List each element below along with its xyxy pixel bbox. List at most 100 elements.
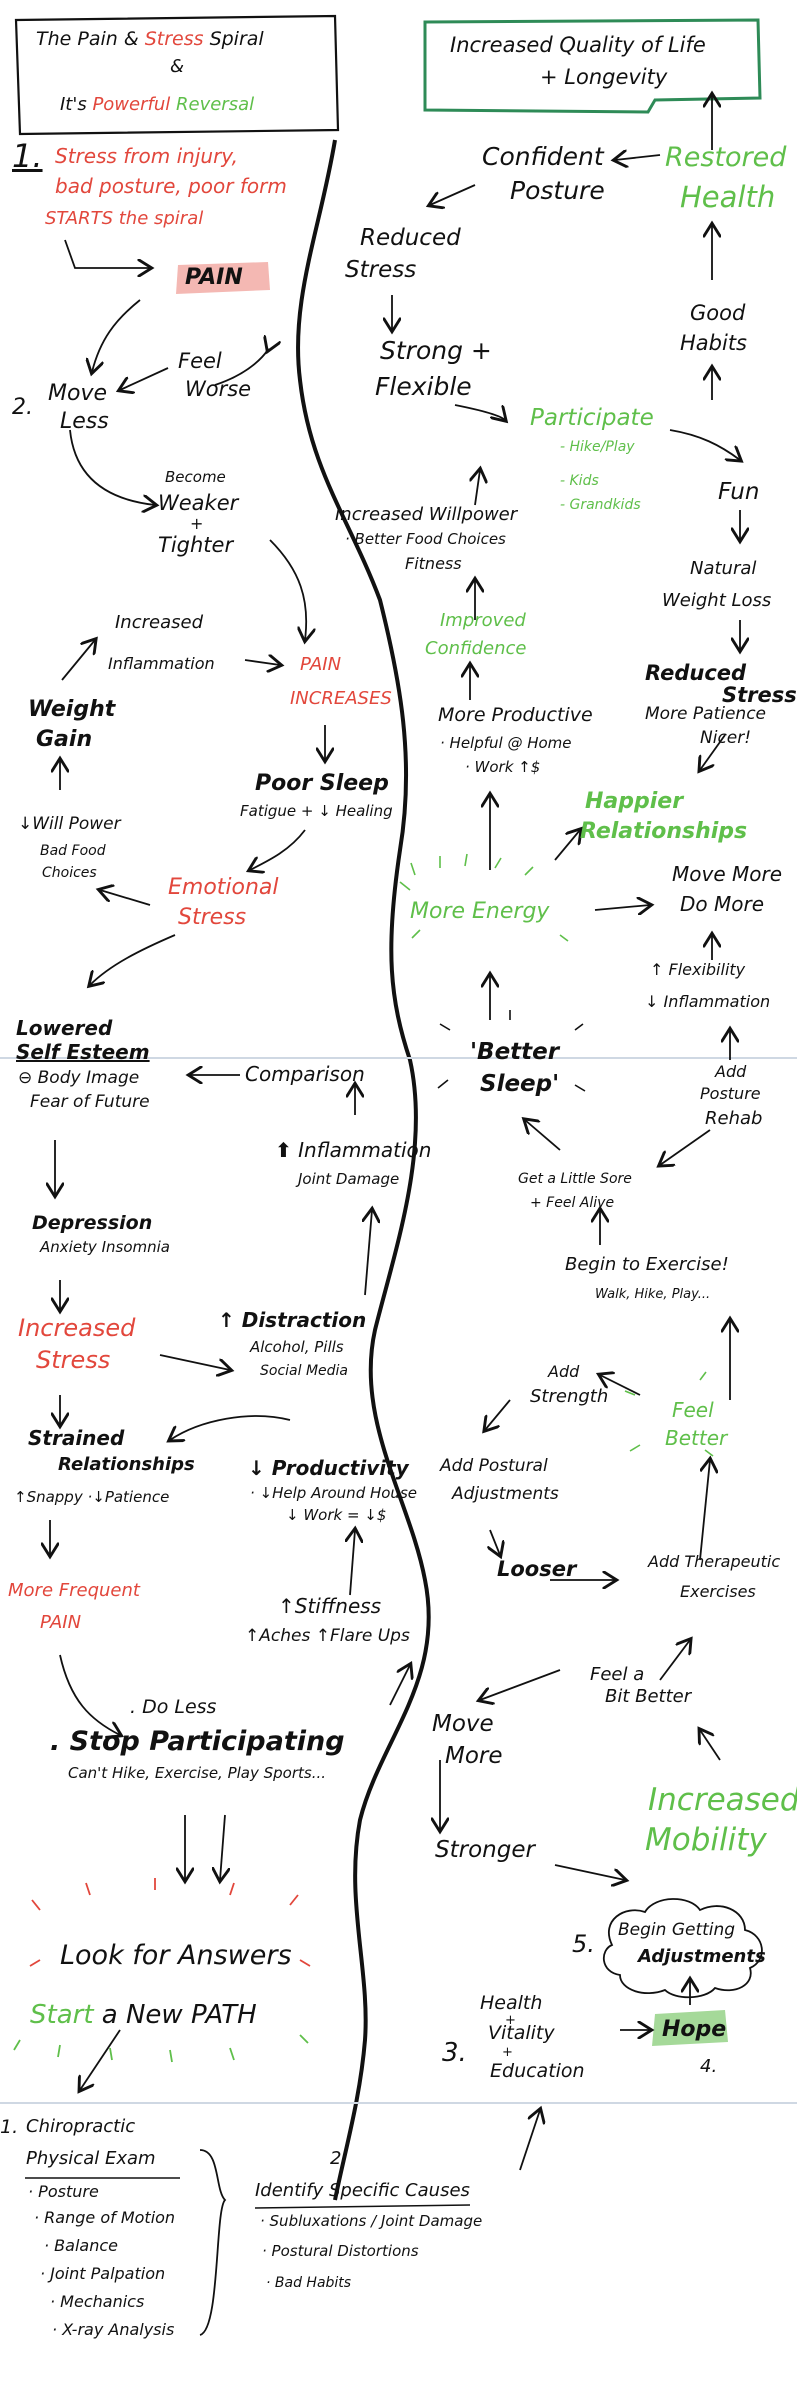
exam-item-3: · Balance [44,2236,118,2255]
depression-sub: Anxiety Insomnia [40,1238,170,1256]
aches: ↑Aches ↑Flare Ups [245,1626,410,1646]
more-frequent-1: More Frequent [8,1580,140,1601]
distraction-sub-2: Social Media [260,1363,349,1379]
good-habits-1: Good [690,301,746,325]
arrow-stop-stiff [389,1665,410,1706]
feel-better-2: Better [665,1426,728,1450]
title-reversal: Reversal [175,94,255,115]
arrow-distraction-inflam [365,1210,372,1296]
add-therapeutic-1: Add Therapeutic [648,1552,781,1571]
poor-sleep-sub: Fatigue + ↓ Healing [240,802,393,820]
add-posture-2: Posture [700,1084,761,1103]
willpower: Increased Willpower [335,504,518,525]
mobility-2: Mobility [645,1822,767,1858]
will-power-3: Choices [42,865,97,881]
exam-title-1: Chiropractic [26,2116,136,2137]
arrow-confident-reduced [430,184,476,205]
reduced-stress2-sub-2: Nicer! [700,728,752,748]
confident-2: Posture [510,176,605,205]
stiffness: ↑Stiffness [278,1594,382,1618]
cant-hike: Can't Hike, Exercise, Play Sports... [68,1764,327,1782]
pain-label: PAIN [185,265,243,290]
weaker-1: Become [165,468,226,486]
emotional-stress-1: Emotional [168,875,279,900]
health-4: + [502,2045,513,2060]
stronger: Stronger [435,1837,535,1863]
begin-adj-num: 5. [572,1930,595,1958]
participate-sub-3: - Grandkids [560,497,641,513]
header-title-line1: The Pain & Stress Spiral [36,29,264,50]
move-more2-2: More [445,1743,503,1769]
natural-wl-2: Weight Loss [662,590,772,611]
causes-item-3: · Bad Habits [266,2275,352,2291]
arrow-productivity-strained [170,1415,291,1440]
arrow-pain-moveless [92,299,141,372]
path-rays [13,2034,309,2063]
productivity-sub-2: ↓ Work = ↓$ [286,1506,387,1524]
more-productive-sub-1: · Helpful @ Home [440,734,572,752]
participate: Participate [530,405,654,431]
move-more-2: Do More [680,892,765,916]
energy-rays [399,853,569,942]
exam-title-2: Physical Exam [26,2148,156,2169]
health-3: Vitality [488,2022,555,2044]
title-its: It's [60,94,87,115]
exam-item-4: · Joint Palpation [40,2264,166,2283]
header-amp: & [170,56,185,77]
arrow-inflam-pain [244,660,280,665]
exam-brace [199,2149,227,2336]
distraction-sub-1: Alcohol, Pills [250,1338,344,1356]
strained-sub: ↑Snappy ·↓Patience [14,1488,170,1506]
arrow-bitbetter-move [480,1669,561,1700]
looser: Looser [497,1557,577,1581]
more-frequent-2: PAIN [40,1612,82,1633]
feel-better-1: Feel [672,1398,714,1422]
add-posture-1: Add [715,1062,747,1081]
bit-better-2: Bit Better [605,1686,692,1707]
divide-line [296,139,431,2201]
arrow-energy-movemore [594,905,650,910]
body-image: ⊖ Body Image [18,1068,140,1088]
move-less-1: Move [48,381,107,406]
health-5: Education [490,2060,585,2082]
step1-number: 1. [12,137,43,175]
better-sleep-2: Sleep' [480,1071,560,1097]
lowered-2: Self Esteem [16,1040,150,1064]
improved-conf-2: Confidence [425,638,527,659]
willpower-sub-1: · Better Food Choices [345,530,506,548]
header-right-line2: + Longevity [540,65,668,89]
arrow-stiff-productivity [350,1530,355,1596]
weight-gain-1: Weight [28,697,116,722]
add-postural-2: Adjustments [452,1484,559,1504]
confident-1: Confident [482,142,604,171]
causes-title-underline [254,2204,471,2209]
pain-highlight [176,262,270,294]
participate-sub-1: - Hike/Play [560,439,635,455]
increased-inflam-2: Inflammation [108,654,215,673]
step1-line2: bad posture, poor form [55,174,287,198]
causes-title: Identify Specific Causes [255,2180,470,2201]
step1-line1: Stress from injury, [55,144,238,168]
new-path-words: a New PATH [101,2000,257,2030]
arrow-emotional-lowered [90,934,176,985]
arrow-reduced-happier [700,734,726,770]
begin-adj-1: Begin Getting [618,1920,736,1940]
arrow-stronger-mobility [554,1864,625,1880]
health-1: Health [480,1992,543,2014]
increased-stress-2: Stress [36,1346,111,1374]
arrow-weaker-feelworse [214,349,268,386]
arrow-restored-confident [615,155,661,160]
inflammation-2: ⬆ Inflammation [275,1138,432,1162]
weaker-3: + [190,514,204,533]
arrow-bitbetter-therapeutic [659,1640,690,1681]
weight-gain-2: Gain [36,727,93,752]
start-new-path: Start a New PATH [30,2000,257,2030]
exam-num: 1. [0,2116,19,2138]
title-powerful: Powerful [92,94,171,115]
distraction: ↑ Distraction [218,1308,367,1332]
hope-num: 4. [700,2056,718,2077]
adjustments-cloud [603,1898,763,1999]
comparison: Comparison [245,1062,365,1086]
exam-item-1: · Posture [28,2182,99,2201]
